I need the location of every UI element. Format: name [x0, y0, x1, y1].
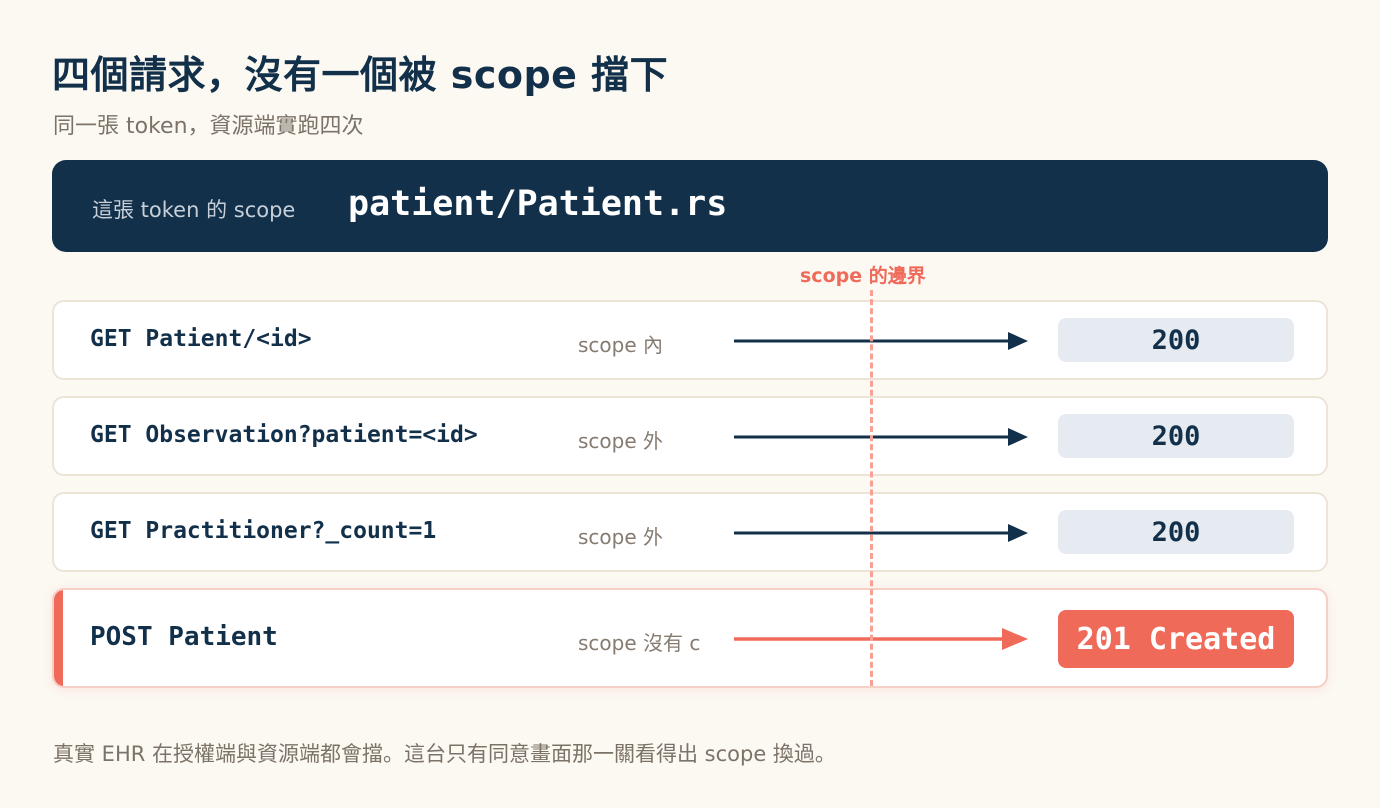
- scope-note: scope 外: [578, 429, 664, 453]
- scope-boundary-line: [870, 290, 873, 686]
- scope-note: scope 外: [578, 525, 664, 549]
- status-badge: 200: [1058, 318, 1294, 362]
- scope-note: scope 沒有 c: [578, 631, 701, 655]
- scope-note: scope 內: [578, 333, 664, 357]
- scope-boundary-label: scope 的邊界: [800, 265, 926, 287]
- request-text: GET Observation?patient=<id>: [90, 422, 478, 448]
- arrow-right-icon: [734, 428, 1028, 446]
- arrow-right-icon: [734, 628, 1028, 650]
- status-badge: 200: [1058, 510, 1294, 554]
- status-badge-created: 201 Created: [1058, 610, 1294, 668]
- page-title: 四個請求，沒有一個被 scope 擋下: [52, 53, 669, 97]
- request-text: GET Practitioner?_count=1: [90, 518, 437, 544]
- scope-banner-label: 這張 token 的 scope: [92, 198, 296, 222]
- request-row-get-practitioner: GET Practitioner?_count=1 scope 外 200: [52, 492, 1328, 572]
- request-row-post-patient: POST Patient scope 沒有 c 201 Created: [52, 588, 1328, 688]
- page-subtitle: 同一張 token，資源端實跑四次: [53, 114, 364, 139]
- request-text: POST Patient: [90, 622, 278, 652]
- request-row-get-patient: GET Patient/<id> scope 內 200: [52, 300, 1328, 380]
- request-text: GET Patient/<id>: [90, 326, 312, 352]
- arrow-right-icon: [734, 332, 1028, 350]
- highlight-accent-bar: [54, 590, 63, 686]
- request-row-get-observation: GET Observation?patient=<id> scope 外 200: [52, 396, 1328, 476]
- scope-banner-value: patient/Patient.rs: [348, 184, 728, 224]
- scope-banner: 這張 token 的 scope patient/Patient.rs: [52, 160, 1328, 252]
- arrow-right-icon: [734, 524, 1028, 542]
- footer-note: 真實 EHR 在授權端與資源端都會擋。這台只有同意畫面那一關看得出 scope …: [53, 742, 836, 766]
- status-badge: 200: [1058, 414, 1294, 458]
